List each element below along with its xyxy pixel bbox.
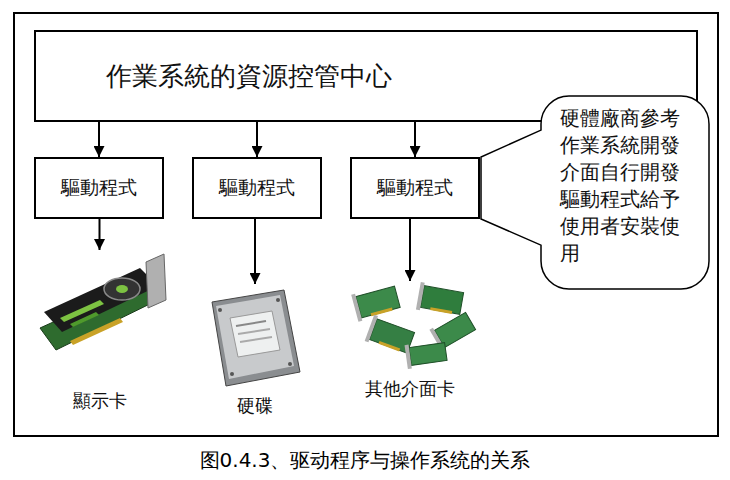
driver-box: 驅動程式 [350, 157, 480, 219]
connector-arrow [409, 219, 411, 281]
device-item: 顯示卡 [35, 250, 165, 412]
outer-frame [14, 13, 718, 436]
device-item: 硬碟 [195, 284, 315, 417]
figure-caption: 图0.4.3、驱动程序与操作系统的关系 [0, 446, 730, 474]
connector-arrow [98, 122, 100, 157]
callout-bubble: 硬體廠商參考作業系統開發介面自行開發驅動程式給予使用者安裝使用 [540, 95, 710, 290]
connector-arrow [414, 122, 416, 157]
hard-disk-illustration [212, 290, 300, 386]
node-text: 其他介面卡 [365, 378, 455, 401]
connector-arrow [254, 219, 256, 284]
device-item: 其他介面卡 [350, 281, 470, 400]
connector-arrow [256, 122, 258, 157]
callout-shape [481, 96, 709, 289]
node-text: 驅動程式 [377, 176, 453, 200]
node-text: 顯示卡 [73, 390, 127, 413]
interface-cards-illustration [351, 282, 477, 369]
driver-box: 驅動程式 [192, 157, 322, 219]
node-text: 硬體廠商參考作業系統開發介面自行開發驅動程式給予使用者安裝使用 [560, 105, 682, 267]
node-text: 驅動程式 [219, 176, 295, 200]
node-text: 硬碟 [237, 395, 273, 418]
connector-arrow [99, 219, 101, 250]
node-text: 驅動程式 [61, 176, 137, 200]
driver-box: 驅動程式 [34, 157, 164, 219]
graphics-card-illustration [40, 254, 166, 350]
node-text: 作業系統的資源控管中心 [106, 60, 392, 93]
